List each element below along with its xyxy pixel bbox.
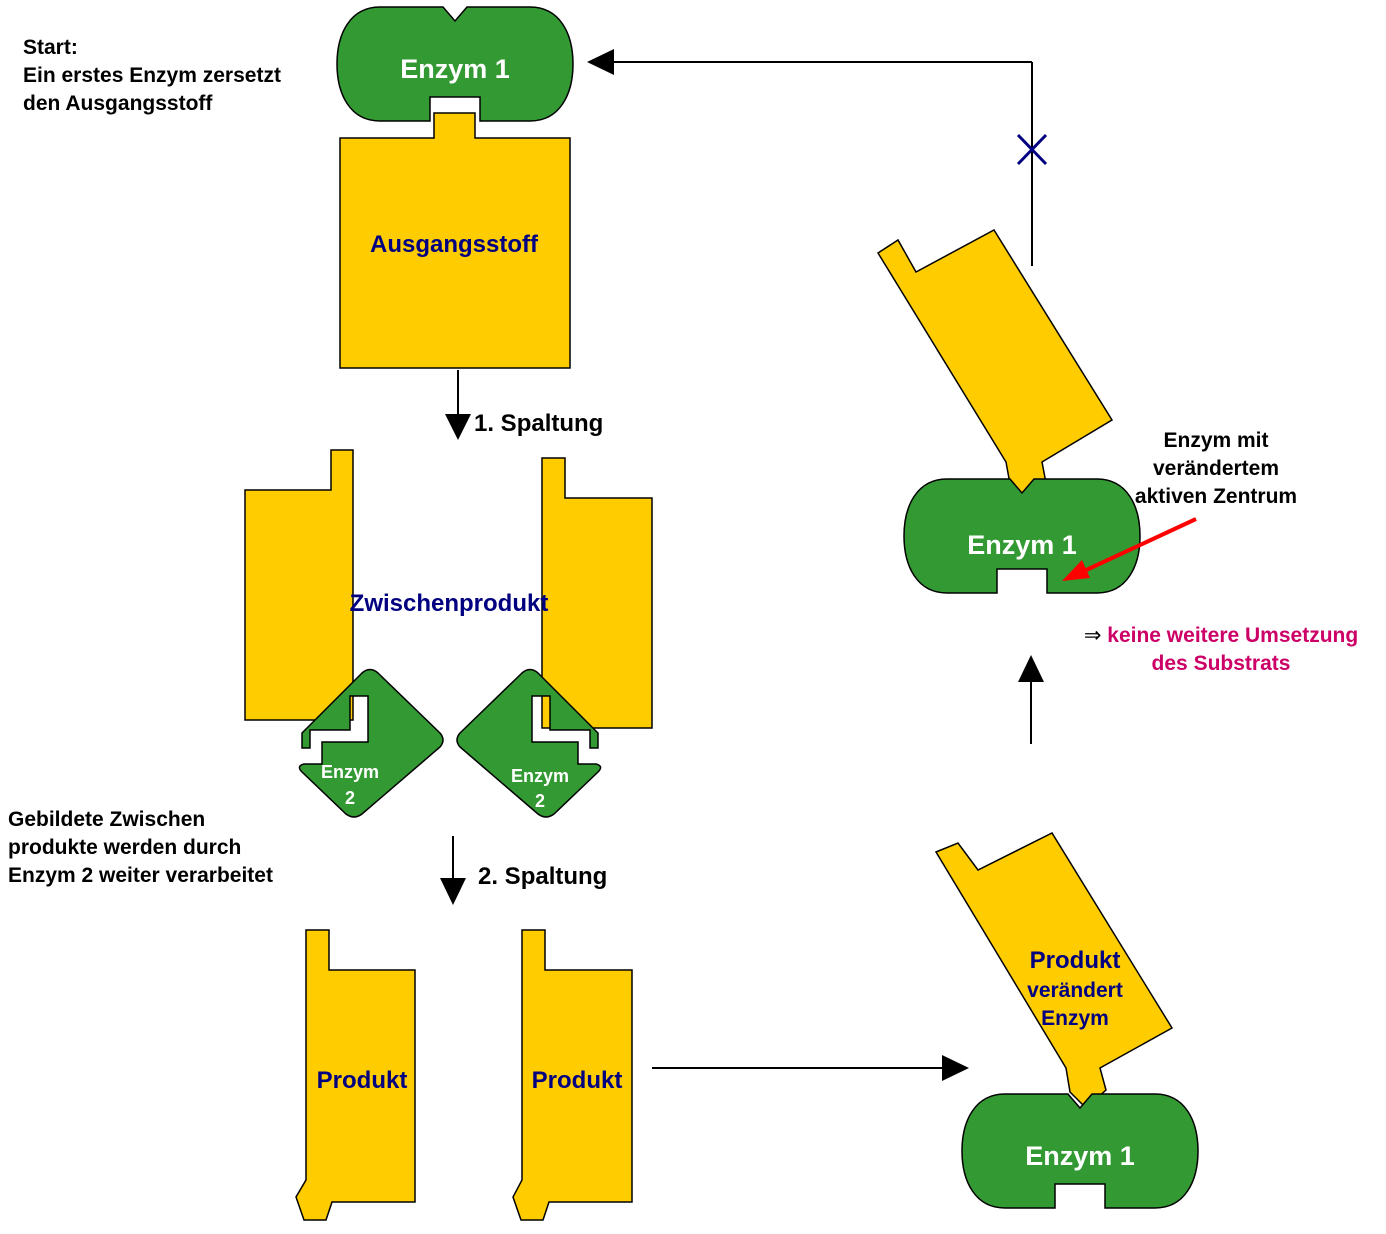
up-arrow <box>1018 655 1044 744</box>
start-note-line-2: Ein erstes Enzym zersetzt <box>23 64 281 87</box>
start-note-line-1: Start: <box>23 36 78 59</box>
step2-label: 2. Spaltung <box>478 863 607 890</box>
changed-enzyme1-label: Enzym 1 <box>967 530 1077 560</box>
feedback-product-label-2: verändert <box>1027 979 1123 1002</box>
conclusion-line-2: des Substrats <box>1151 652 1291 675</box>
changed-enzyme-note: Enzym mit verändertem aktiven Zentrum <box>1116 427 1316 511</box>
bottom-enzyme1-label: Enzym 1 <box>1025 1141 1135 1171</box>
enzyme2-right-label-2: 2 <box>535 791 545 811</box>
enzyme2-left: Enzym 2 <box>298 668 444 818</box>
product-left: Produkt <box>295 929 416 1221</box>
bottom-enzyme1: Enzym 1 <box>961 1093 1199 1209</box>
start-enzyme1-label: Enzym 1 <box>400 54 510 84</box>
changed-enzyme-note-line-2: verändertem <box>1152 457 1280 480</box>
bound-product <box>876 229 1114 499</box>
substrate-label: Ausgangsstoff <box>370 231 539 258</box>
conclusion-arrow-icon: ⇒ <box>1083 624 1102 647</box>
intermediate-right <box>541 457 653 729</box>
start-note-line-3: den Ausgangsstoff <box>23 92 213 115</box>
product-right: Produkt <box>512 929 633 1221</box>
feedback-return-line <box>587 49 1033 266</box>
feedback-product-label-1: Produkt <box>1030 947 1121 974</box>
product-left-label: Produkt <box>317 1067 408 1094</box>
changed-enzyme-note-line-1: Enzym mit <box>1163 429 1269 452</box>
conclusion-line-1: ⇒ keine weitere Umsetzung <box>1062 622 1380 650</box>
substrate: Ausgangsstoff <box>339 112 571 369</box>
feedback-product: Produkt verändert Enzym <box>934 832 1174 1110</box>
intermediate-note-line-3: Enzym 2 weiter verarbeitet <box>8 864 273 887</box>
intermediate-note-line-1: Gebildete Zwischen <box>8 808 206 831</box>
enzyme2-left-label-2: 2 <box>345 788 355 808</box>
step1-arrow <box>445 370 471 440</box>
intermediate-label: Zwischenprodukt <box>350 590 549 617</box>
start-note: Start: Ein erstes Enzym zersetzt den Aus… <box>23 34 281 118</box>
intermediate-note-line-2: produkte werden durch <box>8 836 242 859</box>
enzyme2-right-label-1: Enzym <box>511 766 569 786</box>
intermediate-left <box>244 449 354 721</box>
conclusion-line-1-text: keine weitere Umsetzung <box>1107 624 1359 647</box>
step2-arrow <box>440 836 466 905</box>
blocked-x-mark <box>1016 133 1048 166</box>
enzyme2-right: Enzym 2 <box>456 668 602 818</box>
changed-enzyme-note-line-3: aktiven Zentrum <box>1134 485 1298 508</box>
changed-enzyme1: Enzym 1 <box>903 478 1141 594</box>
intermediate-note: Gebildete Zwischen produkte werden durch… <box>8 806 273 890</box>
start-enzyme1: Enzym 1 <box>336 6 574 122</box>
conclusion-note: ⇒ keine weitere Umsetzung des Substrats <box>1062 622 1380 678</box>
product-right-label: Produkt <box>532 1067 623 1094</box>
feedback-product-label-3: Enzym <box>1041 1007 1109 1030</box>
step1-label: 1. Spaltung <box>474 410 603 437</box>
active-site-pointer-arrow <box>1062 517 1197 581</box>
enzyme2-left-label-1: Enzym <box>321 762 379 782</box>
product-to-enzyme-arrow <box>652 1055 969 1081</box>
